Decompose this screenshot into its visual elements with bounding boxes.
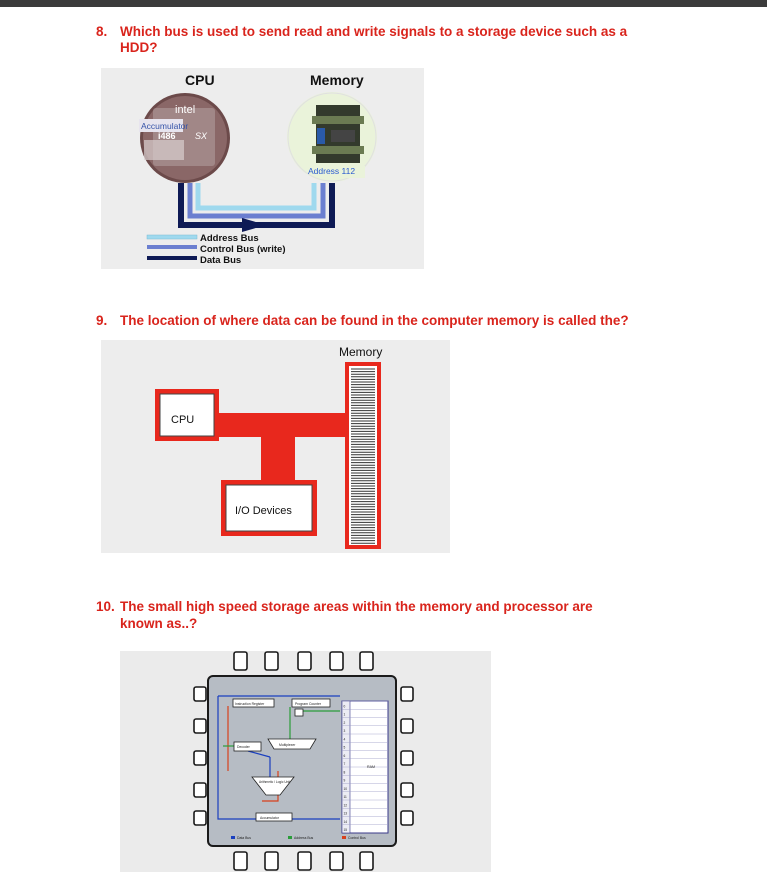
ram-row-number: 11 (344, 795, 348, 799)
ram-row-number: 10 (344, 787, 348, 791)
chip-pin (193, 718, 207, 734)
chip-pin (400, 810, 414, 826)
accumulator-box-label: Accumulator (260, 816, 280, 820)
window-top-bar (0, 0, 767, 7)
chip-pin (400, 718, 414, 734)
ram-label: RAM (367, 765, 375, 769)
ram-row-number: 5 (344, 746, 346, 750)
legend-data-bus: Data Bus (237, 836, 251, 840)
program-counter-box: Program Counter (291, 698, 331, 717)
address-label: Address 112 (308, 166, 355, 176)
question-text-line1: Which bus is used to send read and write… (120, 24, 628, 39)
io-devices-box: I/O Devices (221, 480, 317, 536)
chip-pin (359, 851, 374, 871)
accumulator-box: Accumulator (255, 812, 293, 822)
multiplexer-shape: Multiplexer (267, 738, 317, 750)
chip-pin (193, 750, 207, 766)
question-number: 9. (96, 313, 108, 328)
memory-title: Memory (310, 72, 364, 88)
ram-row-number: 2 (344, 721, 346, 725)
chip-pins (193, 651, 414, 871)
cpu-box: CPU (155, 389, 219, 441)
ram-row-number: 15 (344, 828, 348, 832)
ram-row-number: 3 (344, 729, 346, 733)
chip-pin (359, 651, 374, 671)
ram-row-number: 9 (344, 779, 346, 783)
memory-system-diagram: Memory CPU I/O Devices (101, 340, 450, 553)
ram-row-number: 8 (344, 770, 346, 774)
memory-label: Memory (339, 345, 382, 359)
ram-row-number: 12 (344, 803, 348, 807)
cpu-label: CPU (171, 414, 194, 426)
chip-pin (233, 851, 248, 871)
question-text-line2: known as..? (120, 616, 198, 631)
bus-diagram: CPU Memory intel Accumulator i486 SX Add… (101, 68, 424, 269)
bus-lines (178, 183, 335, 232)
chip-pin (400, 686, 414, 702)
legend-control-bus: Control Bus (348, 836, 366, 840)
ram-row-number: 13 (344, 812, 348, 816)
alu-label: Arithmetic / Logic Unit (259, 780, 290, 784)
ram-row-number: 4 (344, 737, 346, 741)
bus-legend: Address Bus Control Bus (write) Data Bus (146, 233, 286, 266)
ram-row-number: 7 (344, 762, 346, 766)
decoder-box: Decoder (233, 741, 262, 752)
chip-pin (297, 651, 312, 671)
chip-pin (193, 782, 207, 798)
chip-suffix: SX (195, 131, 208, 141)
alu-shape: Arithmetic / Logic Unit (251, 776, 295, 796)
processor-legend: Data Bus Address Bus Control Bus (231, 836, 366, 840)
chip-pin (193, 686, 207, 702)
ram-row-number: 14 (344, 820, 348, 824)
ram-row-number: 6 (344, 754, 346, 758)
ram-row-number: 0 (344, 704, 346, 708)
chip-pin (233, 651, 248, 671)
cpu-chip-image: intel Accumulator i486 SX (139, 93, 230, 183)
memory-system-graphic: Memory CPU I/O Devices (155, 345, 382, 549)
ram-row-number: 1 (344, 713, 346, 717)
program-counter-label: Program Counter (295, 702, 322, 706)
system-bus (216, 413, 348, 483)
legend-address-bus: Address Bus (200, 233, 259, 244)
chip-pin (329, 651, 344, 671)
legend-address-bus: Address Bus (294, 836, 314, 840)
chip-pin (400, 782, 414, 798)
chip-pin (297, 851, 312, 871)
chip-pin (264, 851, 279, 871)
question-number: 8. (96, 24, 108, 39)
question-text-line1: The location of where data can be found … (120, 313, 629, 328)
bus-diagram-graphic: CPU Memory intel Accumulator i486 SX Add… (139, 72, 377, 266)
instruction-register-box: Instruction Register (232, 698, 275, 708)
memory-column (345, 362, 381, 549)
accumulator-label: Accumulator (141, 121, 188, 131)
question-text-line1: The small high speed storage areas withi… (120, 599, 593, 614)
chip-pin (264, 651, 279, 671)
chip-model: i486 (158, 131, 176, 141)
decoder-label: Decoder (237, 745, 251, 749)
io-label: I/O Devices (235, 505, 292, 517)
multiplexer-label: Multiplexer (279, 743, 296, 747)
legend-data-bus: Data Bus (200, 255, 241, 266)
instruction-register-label: Instruction Register (235, 702, 265, 706)
chip-pin (400, 750, 414, 766)
chip-pin (329, 851, 344, 871)
cpu-title: CPU (185, 72, 215, 88)
question-number: 10. (96, 599, 115, 614)
memory-chip-image: Address 112 (287, 92, 377, 182)
chip-brand: intel (175, 104, 195, 116)
legend-control-bus: Control Bus (write) (200, 244, 286, 255)
question-text-line2: HDD? (120, 40, 158, 55)
chip-pin (193, 810, 207, 826)
bus-wiring (217, 695, 340, 820)
